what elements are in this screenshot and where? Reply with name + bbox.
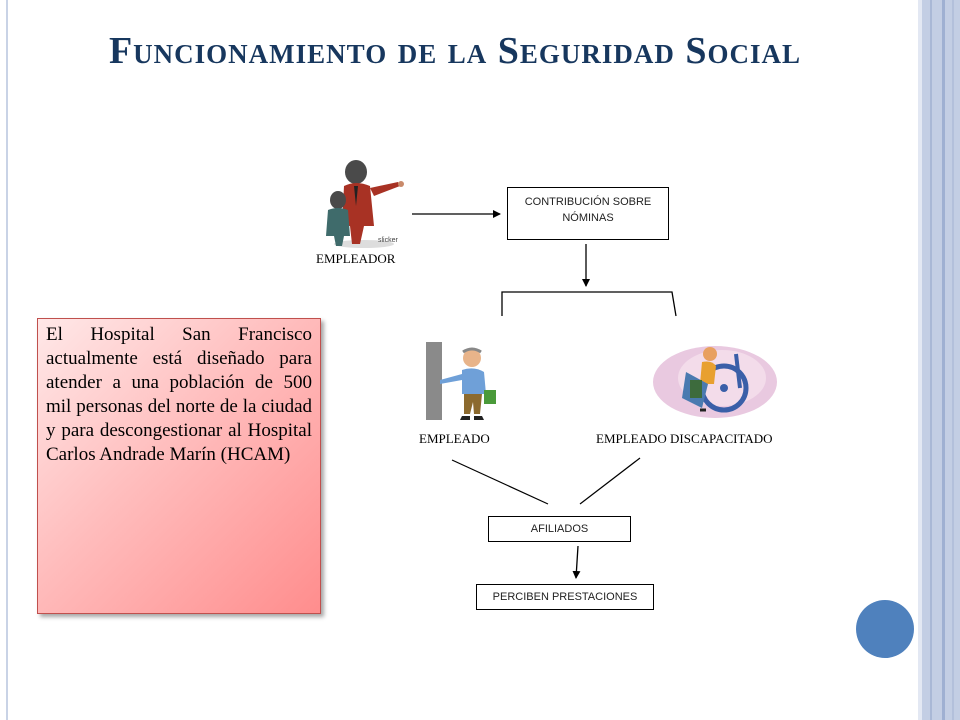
disabled-employee-label: EMPLEADO DISCAPACITADO bbox=[596, 431, 773, 446]
employee-clipart bbox=[426, 342, 496, 420]
benefits-box: PERCIBEN PRESTACIONES bbox=[476, 584, 654, 610]
wheelchair-user-clipart bbox=[653, 346, 777, 418]
affiliates-label: AFILIADOS bbox=[530, 523, 589, 535]
band-stripe bbox=[918, 0, 922, 720]
arrow-affiliates-to-benefits bbox=[572, 545, 581, 579]
info-text-box: El Hospital San Francisco actualmente es… bbox=[37, 318, 321, 614]
affiliates-box: AFILIADOS bbox=[488, 516, 631, 542]
branch-bracket bbox=[501, 291, 677, 317]
right-decorative-band bbox=[918, 0, 960, 720]
employee-label: EMPLEADO bbox=[419, 431, 490, 446]
accent-circle bbox=[856, 600, 914, 658]
slide-title: Funcionamiento de la Seguridad Social bbox=[108, 30, 802, 72]
line-employee-to-affiliates bbox=[451, 459, 549, 505]
employer-clipart: slicker bbox=[326, 160, 404, 248]
band-stripe bbox=[952, 0, 954, 720]
line-disabled-to-affiliates bbox=[579, 457, 641, 505]
benefits-label: PERCIBEN PRESTACIONES bbox=[492, 591, 638, 603]
employer-label: EMPLEADOR bbox=[316, 251, 396, 266]
clipart-watermark: slicker bbox=[378, 237, 399, 244]
info-text: El Hospital San Francisco actualmente es… bbox=[46, 324, 312, 465]
contribution-box: CONTRIBUCIÓN SOBRE NÓMINAS bbox=[507, 187, 669, 240]
band-stripe bbox=[930, 0, 932, 720]
band-stripe bbox=[942, 0, 945, 720]
left-border-line bbox=[6, 0, 8, 720]
contribution-label: CONTRIBUCIÓN SOBRE NÓMINAS bbox=[524, 196, 652, 224]
